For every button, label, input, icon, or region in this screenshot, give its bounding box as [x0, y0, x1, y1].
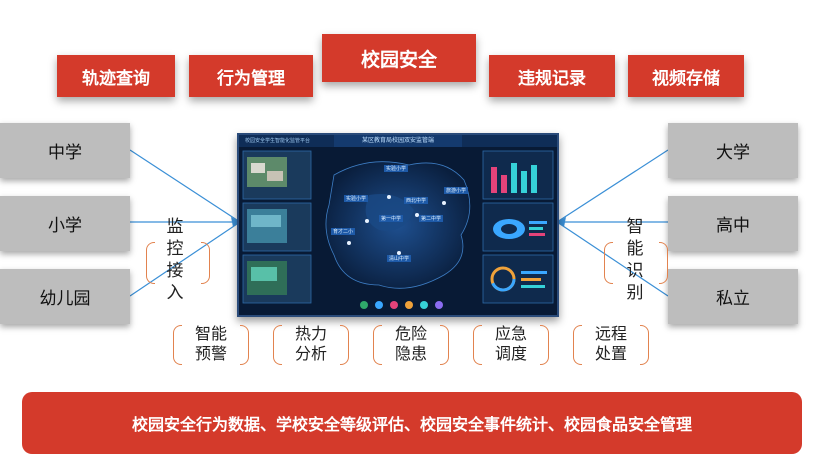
school-primary: 小学: [0, 196, 130, 251]
label-monitor-access: 监控接入: [166, 217, 184, 303]
btn-violation-record[interactable]: 违规记录: [489, 55, 615, 97]
school-private: 私立: [668, 269, 798, 324]
feat-bracket-open: [573, 325, 582, 365]
feat-bracket-open: [273, 325, 282, 365]
school-middle: 中学: [0, 123, 130, 178]
btn-behavior-mgmt[interactable]: 行为管理: [189, 55, 313, 97]
btn-campus-safety[interactable]: 校园安全: [322, 34, 476, 82]
school-university: 大学: [668, 123, 798, 178]
bottom-summary-bar: 校园安全行为数据、学校安全等级评估、校园安全事件统计、校园食品安全管理: [22, 392, 802, 454]
map-label: 第二中学: [419, 215, 444, 222]
school-kindergarten: 幼儿园: [0, 269, 130, 324]
feature-danger-hazard: 危险隐患: [394, 324, 427, 363]
right-bracket-close: [659, 242, 668, 284]
screen-header-title: 某区教育局校园双安监管端: [361, 137, 434, 144]
school-high: 高中: [668, 196, 798, 251]
right-bracket-open: [604, 242, 613, 284]
map-label: 第一中学: [379, 215, 404, 222]
feature-emergency-dispatch: 应急调度: [494, 324, 527, 363]
map-label: 西北中学: [404, 197, 429, 204]
feat-bracket-open: [473, 325, 482, 365]
feat-bracket-open: [373, 325, 382, 365]
dashboard-screenshot: 某区教育局校园双安监管端 校园安全学生智能化监管平台 实验小学 第一中学 西北中…: [237, 133, 559, 317]
map-label: 清山中学: [387, 255, 412, 262]
feature-heat-analysis: 热力分析: [294, 324, 327, 363]
screen-subtitle: 校园安全学生智能化监管平台: [245, 138, 311, 144]
btn-video-storage[interactable]: 视频存储: [628, 55, 744, 97]
map-label: 旅游小学: [444, 187, 469, 194]
left-bracket-open: [146, 242, 155, 284]
feat-bracket-open: [173, 325, 182, 365]
map-label: 实验小学: [344, 195, 369, 202]
feature-remote-disposal: 远程处置: [594, 324, 627, 363]
feature-smart-warning: 智能预警: [194, 324, 227, 363]
map-label: 实验小学: [384, 165, 409, 172]
bottom-summary-text: 校园安全行为数据、学校安全等级评估、校园安全事件统计、校园食品安全管理: [131, 415, 692, 434]
left-bracket-close: [201, 242, 210, 284]
btn-track-query[interactable]: 轨迹查询: [57, 55, 175, 97]
label-smart-recognition: 智能识别: [626, 217, 644, 303]
map-label: 育才二小: [331, 228, 356, 235]
